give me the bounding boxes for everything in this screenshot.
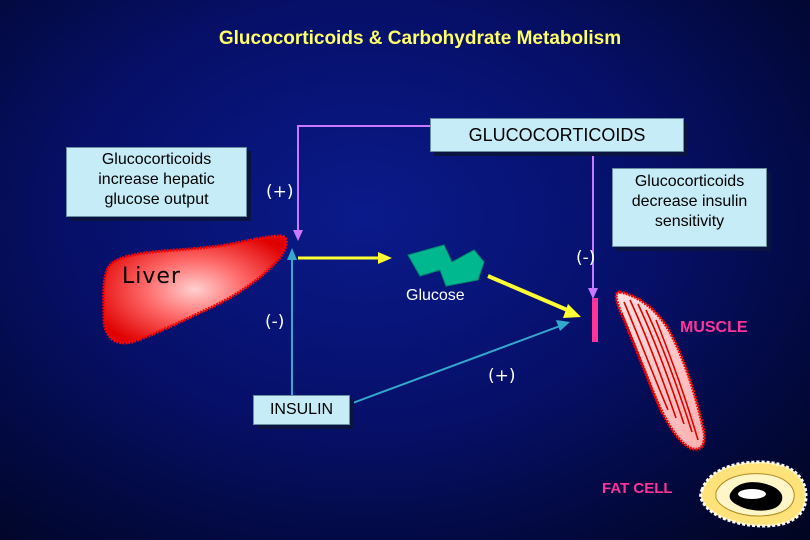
glucose-to-muscle-arrowhead [563, 304, 581, 318]
fat-cell-shape [699, 460, 808, 528]
decrease-box-line-2: decrease insulin [631, 193, 748, 210]
gc-muscle-sign: (-) [576, 248, 596, 268]
glucocorticoids-label: GLUCOCORTICOIDS [468, 125, 646, 145]
glucocorticoids-box: GLUCOCORTICOIDS [430, 118, 684, 152]
insulin-connector-lines [287, 248, 570, 405]
insulin-sensitivity-block [592, 298, 598, 342]
gc-to-liver-arrowhead [293, 230, 303, 241]
insulin-to-liver-arrowhead [287, 248, 297, 260]
slide-title: Glucocorticoids & Carbohydrate Metabolis… [218, 28, 622, 49]
insulin-muscle-sign: (+) [488, 366, 516, 386]
muscle-label: MUSCLE [680, 319, 748, 336]
glucose-arrows [298, 252, 581, 318]
increase-box-line-3: glucose output [104, 191, 209, 208]
liver-shape [102, 234, 288, 345]
muscle-shape [614, 290, 706, 451]
insulin-liver-sign: (-) [265, 312, 285, 332]
fat-cell-label: FAT CELL [602, 480, 673, 497]
gc-connector-lines [293, 125, 598, 299]
insulin-to-muscle-line [349, 325, 561, 405]
decrease-insulin-sensitivity-box: Glucocorticoids decrease insulin sensiti… [612, 168, 767, 247]
glucose-label: Glucose [406, 287, 465, 304]
decrease-box-line-1: Glucocorticoids [634, 173, 745, 190]
increase-box-line-2: increase hepatic [98, 171, 215, 188]
gc-to-liver-arrow [297, 125, 430, 232]
glucose-shape [407, 244, 485, 287]
gc-liver-sign: (+) [266, 182, 294, 202]
increase-hepatic-output-box: Glucocorticoids increase hepatic glucose… [66, 147, 247, 217]
liver-to-glucose-arrowhead [378, 252, 392, 264]
decrease-box-line-3: sensitivity [654, 213, 725, 230]
liver-label: Liver [122, 264, 181, 289]
increase-box-line-1: Glucocorticoids [101, 151, 212, 168]
glucose-to-muscle-arrow [487, 274, 573, 314]
insulin-label: INSULIN [269, 401, 334, 418]
gc-to-muscle-arrowhead [588, 288, 598, 299]
insulin-to-muscle-arrowhead [556, 320, 570, 331]
insulin-box: INSULIN [253, 395, 350, 425]
